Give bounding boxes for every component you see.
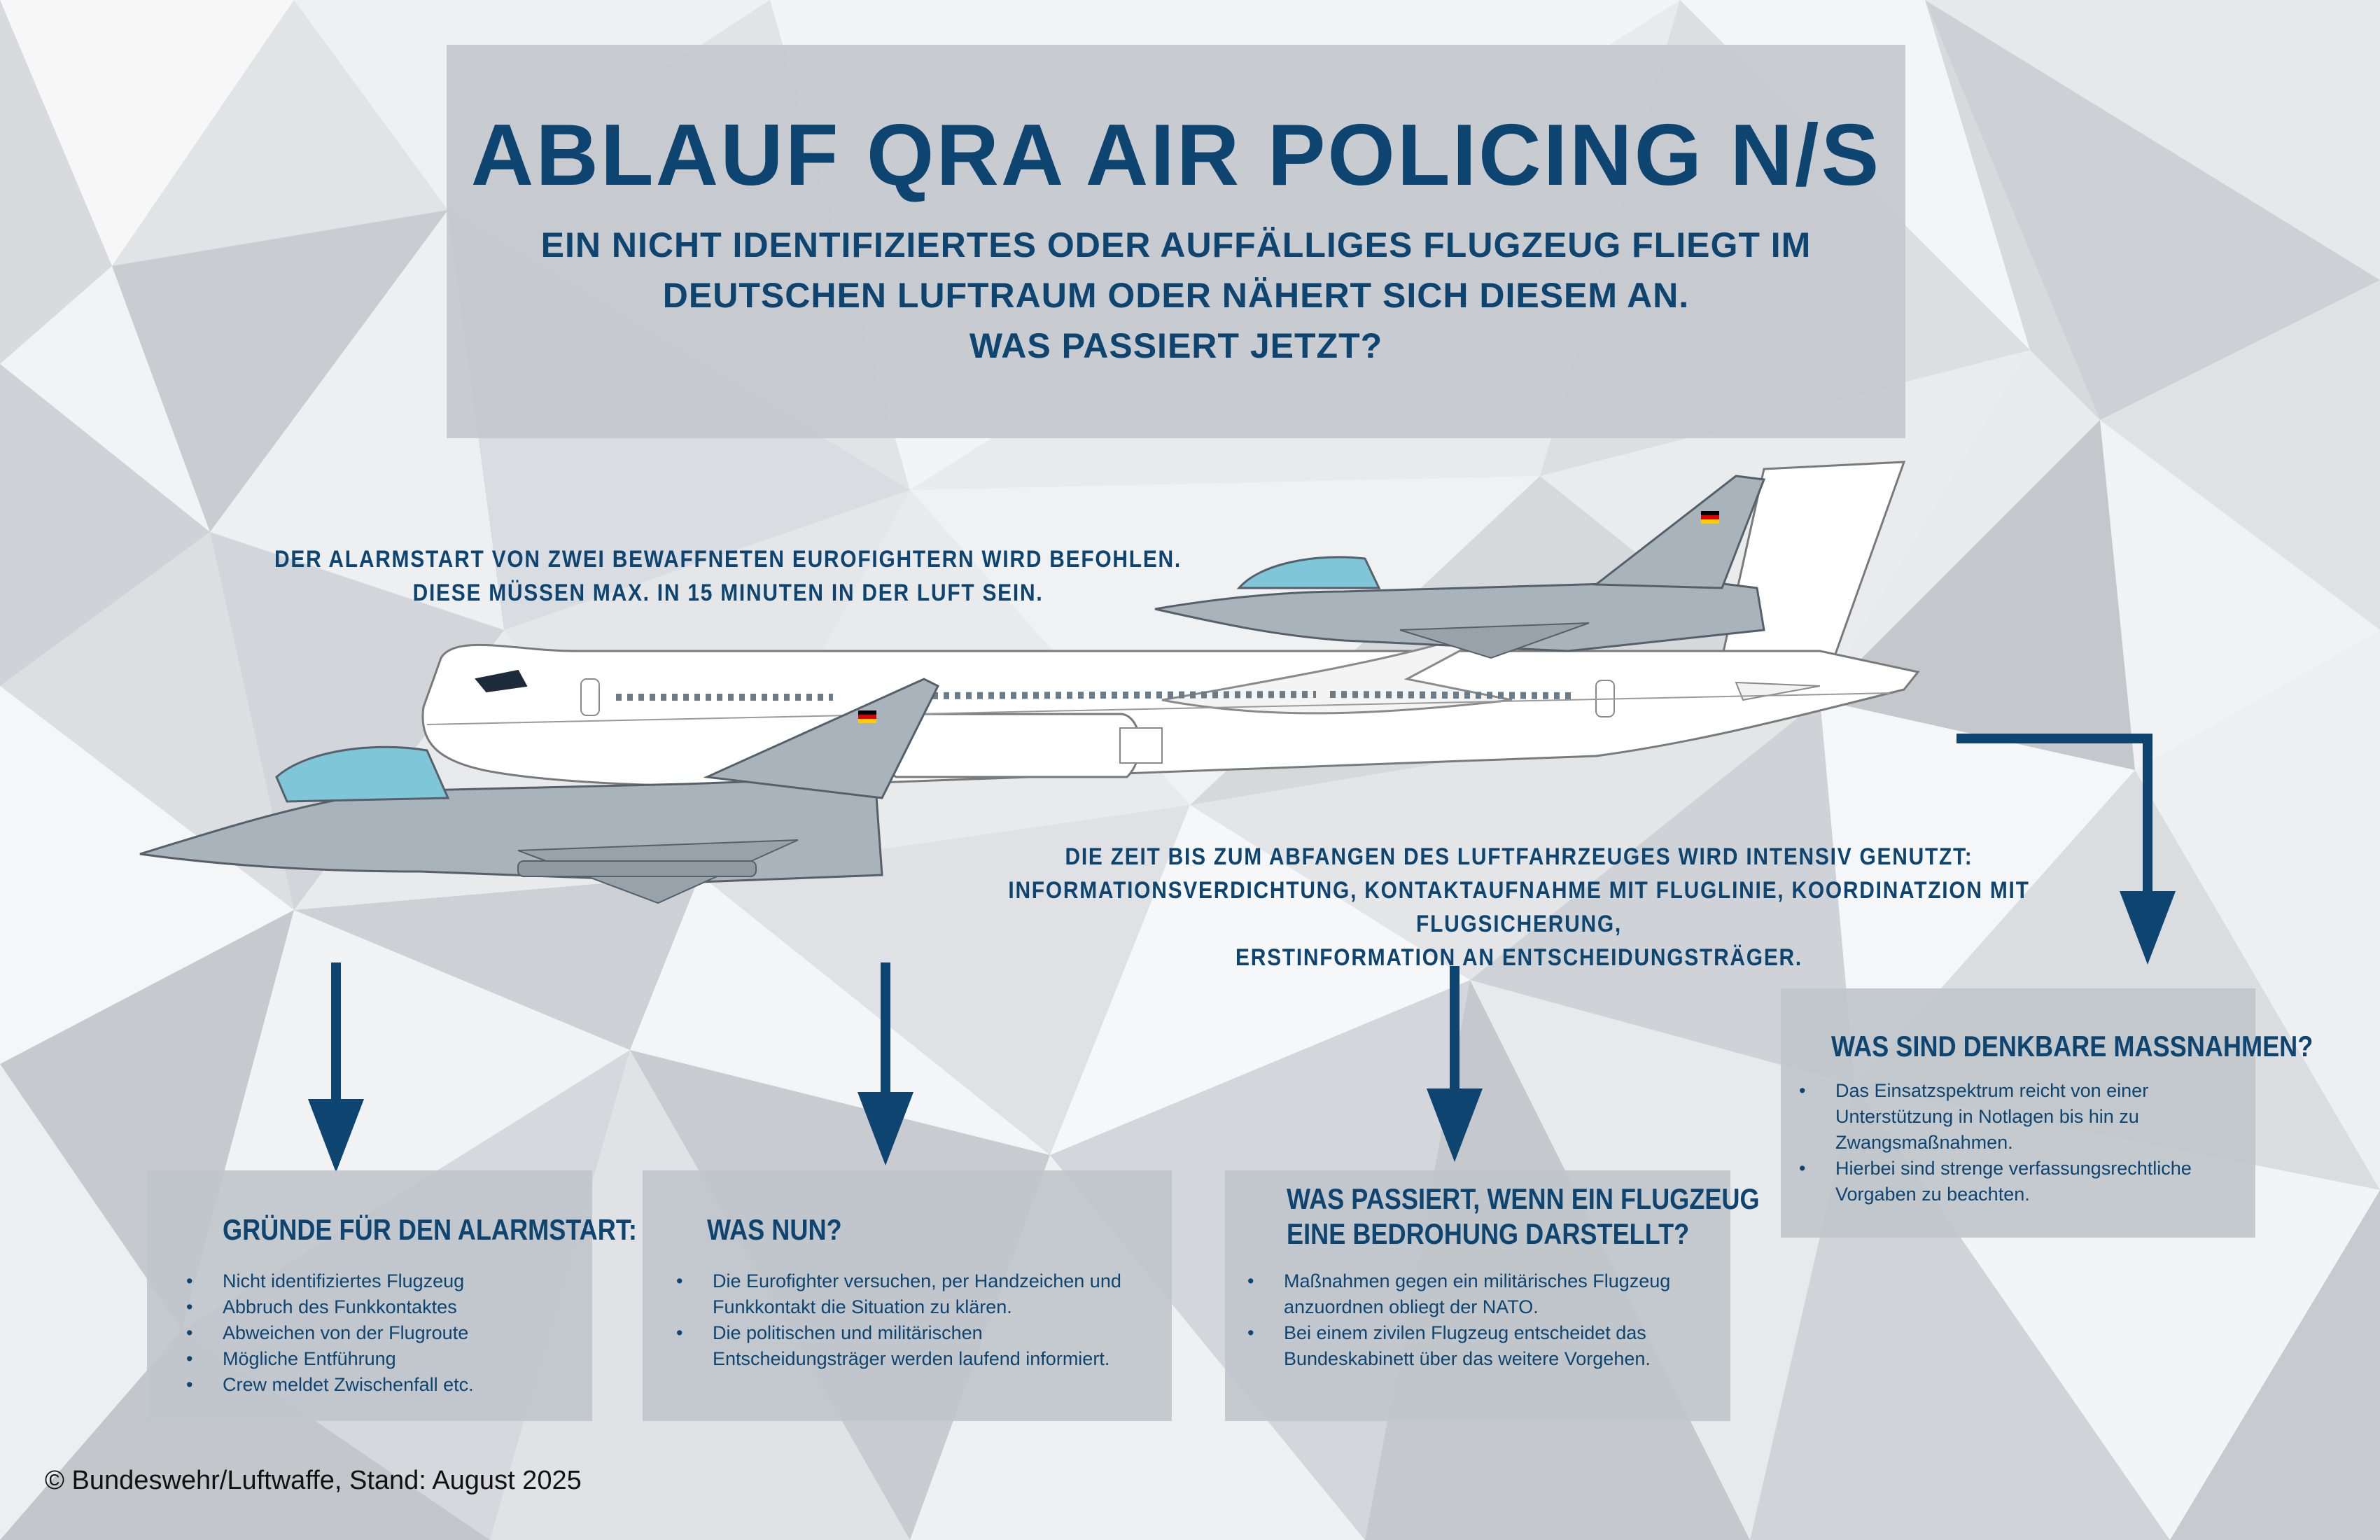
- box-title-line: WAS SIND DENKBARE MASSNAHMEN?: [1831, 1030, 2314, 1063]
- box-list: Maßnahmen gegen ein militärisches Flugze…: [1247, 1268, 1688, 1372]
- note-line: DIESE MÜSSEN MAX. IN 15 MINUTEN IN DER L…: [412, 580, 1044, 606]
- note-line: DIE ZEIT BIS ZUM ABFANGEN DES LUFTFAHRZE…: [1065, 844, 1973, 870]
- list-item: Die Eurofighter versuchen, per Handzeich…: [676, 1268, 1124, 1320]
- arrow-elbow-down-icon: [1956, 734, 2176, 965]
- subtitle-line: EIN NICHT IDENTIFIZIERTES ODER AUFFÄLLIG…: [540, 225, 1812, 265]
- page-title: ABLAUF QRA AIR POLICING N/S: [470, 107, 1882, 204]
- subtitle-line: WAS PASSIERT JETZT?: [969, 326, 1383, 365]
- list-item: Die politischen und militärischen Entsch…: [676, 1320, 1124, 1372]
- note-zeit: DIE ZEIT BIS ZUM ABFANGEN DES LUFTFAHRZE…: [958, 840, 2080, 974]
- box-list: Die Eurofighter versuchen, per Handzeich…: [676, 1268, 1124, 1372]
- box-title: WAS NUN?: [707, 1212, 842, 1247]
- box-bedrohung: WAS PASSIERT, WENN EIN FLUGZEUG EINE BED…: [1225, 1170, 1760, 1421]
- note-alarmstart: DER ALARMSTART VON ZWEI BEWAFFNETEN EURO…: [266, 542, 1190, 610]
- box-title-line: WAS NUN?: [707, 1213, 842, 1246]
- list-item: Hierbei sind strenge verfassungsrechtlic…: [1799, 1156, 2219, 1208]
- box-gruende: GRÜNDE FÜR DEN ALARMSTART: Nicht identif…: [147, 1170, 637, 1421]
- page-subtitle: EIN NICHT IDENTIFIZIERTES ODER AUFFÄLLIG…: [447, 220, 1905, 371]
- list-item: Maßnahmen gegen ein militärisches Flugze…: [1247, 1268, 1688, 1320]
- eurofighter-rear-illustration: [1154, 475, 1766, 659]
- box-massnahmen: WAS SIND DENKBARE MASSNAHMEN? Das Einsat…: [1781, 988, 2313, 1238]
- box-title-line: GRÜNDE FÜR DEN ALARMSTART:: [223, 1213, 637, 1246]
- list-item: Nicht identifiziertes Flugzeug: [186, 1268, 578, 1294]
- box-title: GRÜNDE FÜR DEN ALARMSTART:: [223, 1212, 637, 1247]
- note-line: INFORMATIONSVERDICHTUNG, KONTAKTAUFNAHME…: [1008, 877, 2030, 937]
- note-line: ERSTINFORMATION AN ENTSCHEIDUNGSTRÄGER.: [1235, 944, 1802, 971]
- subtitle-line: DEUTSCHEN LUFTRAUM ODER NÄHERT SICH DIES…: [662, 276, 1690, 315]
- arrow-down-icon: [308, 962, 364, 1172]
- arrow-down-icon: [1427, 966, 1483, 1162]
- list-item: Abweichen von der Flugroute: [186, 1320, 578, 1346]
- arrow-down-icon: [858, 962, 913, 1166]
- aircraft-illustration: [139, 461, 1920, 904]
- list-item: Crew meldet Zwischenfall etc.: [186, 1372, 578, 1398]
- box-list: Das Einsatzspektrum reicht von einer Unt…: [1799, 1078, 2219, 1208]
- box-list: Nicht identifiziertes Flugzeug Abbruch d…: [186, 1268, 578, 1398]
- copyright-credit: © Bundeswehr/Luftwaffe, Stand: August 20…: [45, 1466, 582, 1495]
- eurofighter-front-illustration: [139, 678, 940, 904]
- list-item: Abbruch des Funkkontaktes: [186, 1294, 578, 1320]
- box-title-line: WAS PASSIERT, WENN EIN FLUGZEUG: [1287, 1182, 1760, 1215]
- box-was-nun: WAS NUN? Die Eurofighter versuchen, per …: [643, 1170, 1172, 1421]
- box-title: WAS SIND DENKBARE MASSNAHMEN?: [1831, 1029, 2313, 1064]
- box-title-line: EINE BEDROHUNG DARSTELLT?: [1287, 1217, 1690, 1250]
- box-title: WAS PASSIERT, WENN EIN FLUGZEUG EINE BED…: [1287, 1182, 1760, 1252]
- list-item: Das Einsatzspektrum reicht von einer Unt…: [1799, 1078, 2219, 1156]
- note-line: DER ALARMSTART VON ZWEI BEWAFFNETEN EURO…: [274, 546, 1182, 573]
- header-box: ABLAUF QRA AIR POLICING N/S EIN NICHT ID…: [447, 45, 1905, 438]
- list-item: Bei einem zivilen Flugzeug entscheidet d…: [1247, 1320, 1688, 1372]
- list-item: Mögliche Entführung: [186, 1346, 578, 1372]
